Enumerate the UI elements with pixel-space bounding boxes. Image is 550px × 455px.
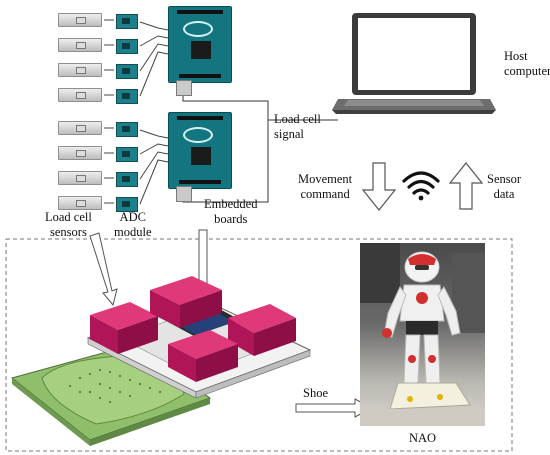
embedded-boards-line2: boards [214, 212, 248, 226]
load-cell-sensor [58, 88, 102, 102]
host-computer-label: Host computer [504, 49, 550, 79]
hardware-dashed-frame [5, 238, 513, 452]
wifi-icon [402, 171, 440, 201]
nao-robot-figure [360, 243, 485, 426]
adc-module-label: ADC module [114, 210, 152, 240]
adc-module [116, 64, 138, 79]
embedded-board [168, 112, 232, 189]
load-cell-sensor [58, 38, 102, 52]
host-computer-label-line2: computer [504, 64, 550, 78]
movement-command-label: Movement command [298, 172, 352, 202]
load-cell-sensor [58, 13, 102, 27]
load-cell-sensors-line1: Load cell [45, 210, 92, 224]
nao-robot-photo [360, 243, 485, 426]
movement-command-line1: Movement [298, 172, 353, 186]
housing-top [150, 276, 222, 328]
load-cell-sensor [58, 171, 102, 185]
embedded-boards-line1: Embedded [204, 197, 258, 211]
load-cell-signal-line2: signal [274, 127, 304, 141]
embedded-board [168, 6, 232, 83]
load-cell-signal-label: Load cell signal [274, 112, 321, 142]
housing-right [228, 304, 296, 356]
arrow-up-icon [448, 162, 484, 210]
host-computer-label-line1: Host [504, 49, 528, 63]
housing-front [168, 330, 238, 382]
arrow-down-icon [361, 162, 397, 211]
board-to-host-line [182, 92, 338, 121]
adc-module [116, 197, 138, 212]
load-cell-sensor [58, 196, 102, 210]
housing-left [90, 302, 158, 354]
adc-module [116, 172, 138, 187]
sensor-data-line1: Sensor [487, 172, 522, 186]
load-cell-sensor [58, 146, 102, 160]
load-cell-sensor [58, 63, 102, 77]
adc-module [116, 147, 138, 162]
movement-command-line2: command [300, 187, 350, 201]
sensor-callout-arrow [89, 232, 118, 307]
frame-board-blue [180, 313, 234, 335]
sensor-data-label: Sensor data [487, 172, 521, 202]
embedded-boards-label: Embedded boards [204, 197, 257, 227]
wires-bottom [104, 127, 169, 205]
insole-dots [69, 369, 161, 403]
usb-connector-icon [176, 80, 192, 96]
adc-module [116, 122, 138, 137]
load-cell-sensors-label: Load cell sensors [45, 210, 92, 240]
adc-module-line2: module [114, 225, 152, 239]
shoe-label: Shoe [303, 386, 328, 400]
load-cell-sensors-line2: sensors [50, 225, 87, 239]
adc-module-line1: ADC [119, 210, 146, 224]
wires-top [104, 19, 169, 97]
usb-connector-icon [176, 186, 192, 202]
laptop-icon [332, 13, 496, 114]
load-cell-signal-line1: Load cell [274, 112, 321, 126]
adc-module [116, 39, 138, 54]
sensor-data-line2: data [493, 187, 515, 201]
adc-module [116, 89, 138, 104]
adc-module [116, 14, 138, 29]
nao-label: NAO [409, 431, 437, 445]
load-cell-sensor [58, 121, 102, 135]
